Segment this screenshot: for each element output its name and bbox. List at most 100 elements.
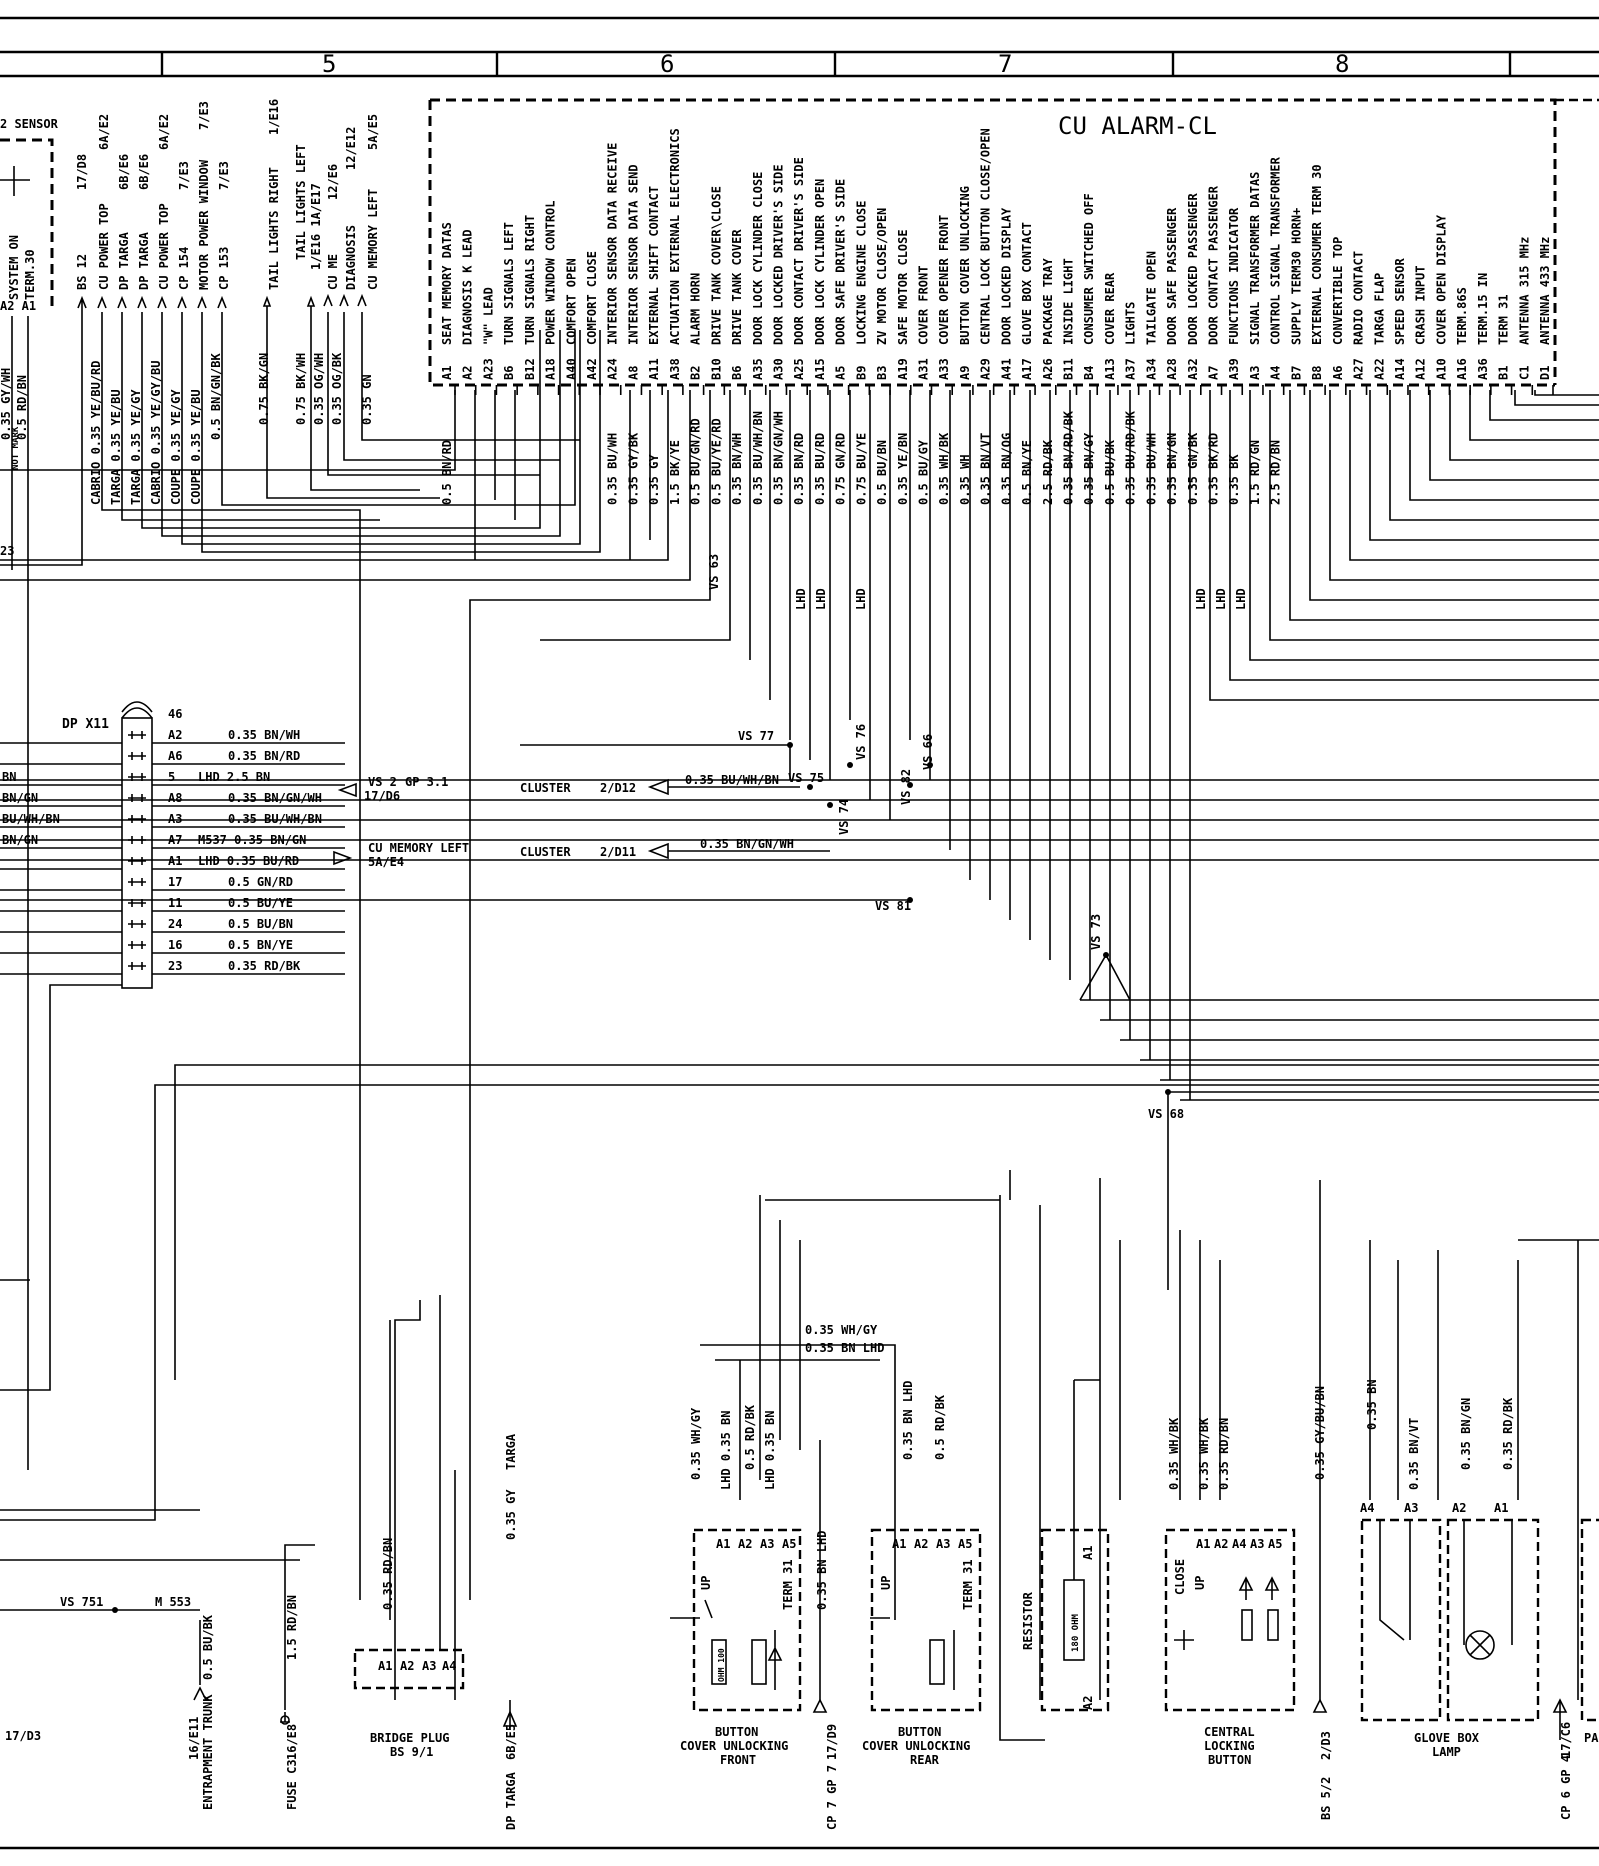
pin-label: ANTENNA 315 MHz [1517, 237, 1531, 345]
pin-label: TARGA FLAP [1372, 273, 1386, 345]
pin-label: SEAT MEMORY DATAS [440, 222, 454, 345]
pin-label: ZV MOTOR CLOSE/OPEN [875, 208, 889, 345]
connector-wire: LHD 2.5 BN [198, 770, 270, 784]
svg-text:COVER UNLOCKING: COVER UNLOCKING [862, 1739, 970, 1753]
pin-label: DOOR LOCK CYLINDER CLOSE [751, 172, 765, 345]
pin-wire: 0.35 WH/BK [937, 432, 951, 505]
fuse-label: FUSE C3 [285, 1759, 299, 1810]
pin-label: SPEED SENSOR [1393, 258, 1407, 345]
pin-label: INTERIOR SENSOR DATA RECEIVE [606, 143, 620, 345]
pin-id: B2 [689, 366, 703, 380]
pin-wire: 0.35 BN/RD [792, 433, 806, 505]
svg-text:1/E16 1A/E17: 1/E16 1A/E17 [309, 183, 323, 270]
column-number: 6 [660, 50, 674, 78]
pin-id: A41 [999, 358, 1013, 380]
pin-label: DRIVE TANK COVER\CLOSE [709, 186, 723, 345]
pin-label: GLOVE BOX CONTACT [1020, 222, 1034, 345]
svg-text:0.35 BN/GN/WH: 0.35 BN/GN/WH [700, 837, 794, 851]
svg-text:BS 9/1: BS 9/1 [390, 1745, 433, 1759]
column-number: 5 [322, 50, 336, 78]
pin-id: A29 [979, 358, 993, 380]
button-rear-label: BUTTON [898, 1725, 941, 1739]
pin-label: CONVERTIBLE TOP [1331, 237, 1345, 345]
connector-pin: 17 [168, 875, 182, 889]
svg-text:2/D12: 2/D12 [600, 781, 636, 795]
svg-text:UP: UP [699, 1576, 713, 1590]
resistor-component: RESISTOR 180 OHM A1 A2 [1021, 1379, 1110, 1712]
pin-label: CRASH INPUT [1414, 266, 1428, 345]
connector-pin: A6 [168, 749, 182, 763]
signal-dp-targa: DP TARGA 6B/E6 TARGA 0.35 YE/BU [109, 154, 131, 505]
glove-box-label: GLOVE BOX [1414, 1731, 1480, 1745]
pin-id: A32 [1186, 358, 1200, 380]
svg-text:17/D3: 17/D3 [5, 1729, 41, 1743]
svg-text:A5: A5 [1268, 1537, 1282, 1551]
lhd-marker: LHD [814, 588, 828, 610]
svg-text:CP 153: CP 153 [217, 247, 231, 290]
svg-text:TERM 31: TERM 31 [961, 1559, 975, 1610]
pin-label: SIGNAL TRANSFORMER DATAS [1248, 172, 1262, 345]
pin-id: A25 [792, 358, 806, 380]
pin-id: A38 [668, 358, 682, 380]
svg-text:M 553: M 553 [155, 1595, 191, 1609]
svg-text:A4: A4 [1232, 1537, 1246, 1551]
ref-label: 23 [0, 544, 14, 558]
svg-text:1.5 RD/BN: 1.5 RD/BN [285, 1595, 299, 1660]
svg-text:0.35 RD/BN: 0.35 RD/BN [1217, 1418, 1231, 1490]
svg-text:A2: A2 [1214, 1537, 1228, 1551]
connector-pin: 5 [168, 770, 175, 784]
pin-id: A19 [896, 358, 910, 380]
svg-text:0.5 BN/GN/BK: 0.5 BN/GN/BK [209, 353, 223, 440]
svg-text:0.75 BK/GN: 0.75 BK/GN [257, 353, 271, 425]
connector-wire: 0.35 RD/BK [228, 959, 301, 973]
svg-text:6B/E5: 6B/E5 [504, 1724, 518, 1760]
svg-text:0.35 RD/BN: 0.35 RD/BN [381, 1538, 395, 1610]
pin-wire: 0.35 WH [958, 454, 972, 505]
svg-text:A4: A4 [442, 1659, 456, 1673]
svg-text:A2: A2 [1081, 1696, 1095, 1710]
cp6-group: CP 6 GP 4 17/C6 PA [1552, 1518, 1599, 1820]
svg-text:DP TARGA: DP TARGA [117, 231, 131, 290]
svg-text:VS 75: VS 75 [788, 771, 824, 785]
splice-label: VS 63 [707, 554, 721, 590]
pin-label: EXTERNAL CONSUMER TERM 30 [1310, 164, 1324, 345]
svg-text:BS 12: BS 12 [75, 254, 89, 290]
connector-wire: 0.35 BN/GN/WH [228, 791, 322, 805]
pin-label: COVER REAR [1103, 272, 1117, 345]
pin-id: C1 [1517, 366, 1531, 380]
pin-wire: 0.5 BN/RD [440, 440, 454, 505]
svg-text:17/D8: 17/D8 [75, 154, 89, 190]
lhd-marker: LHD [854, 588, 868, 610]
pin-label: SUPPLY TERM30 HORN+ [1289, 208, 1303, 345]
button-cover-front: 0.35 WH/GY 0.35 BN LHD 0.35 WH/GY LHD 0.… [670, 1323, 884, 1830]
pin-label: DOOR CONTACT PASSENGER [1207, 185, 1221, 345]
pin-id: A27 [1352, 358, 1366, 380]
svg-text:0.35 BN LHD: 0.35 BN LHD [805, 1341, 884, 1355]
cluster-label: CLUSTER [520, 781, 571, 795]
pin-id: A31 [916, 358, 930, 380]
pin-wire: 0.35 BU/WH [606, 433, 620, 505]
svg-text:0.35 GY/BU/BN: 0.35 GY/BU/BN [1313, 1386, 1327, 1480]
svg-text:1/E16: 1/E16 [267, 99, 281, 135]
svg-text:7/E3: 7/E3 [217, 161, 231, 190]
term30-label: TERM.30 [23, 249, 37, 300]
svg-text:LOCKING: LOCKING [1204, 1739, 1255, 1753]
